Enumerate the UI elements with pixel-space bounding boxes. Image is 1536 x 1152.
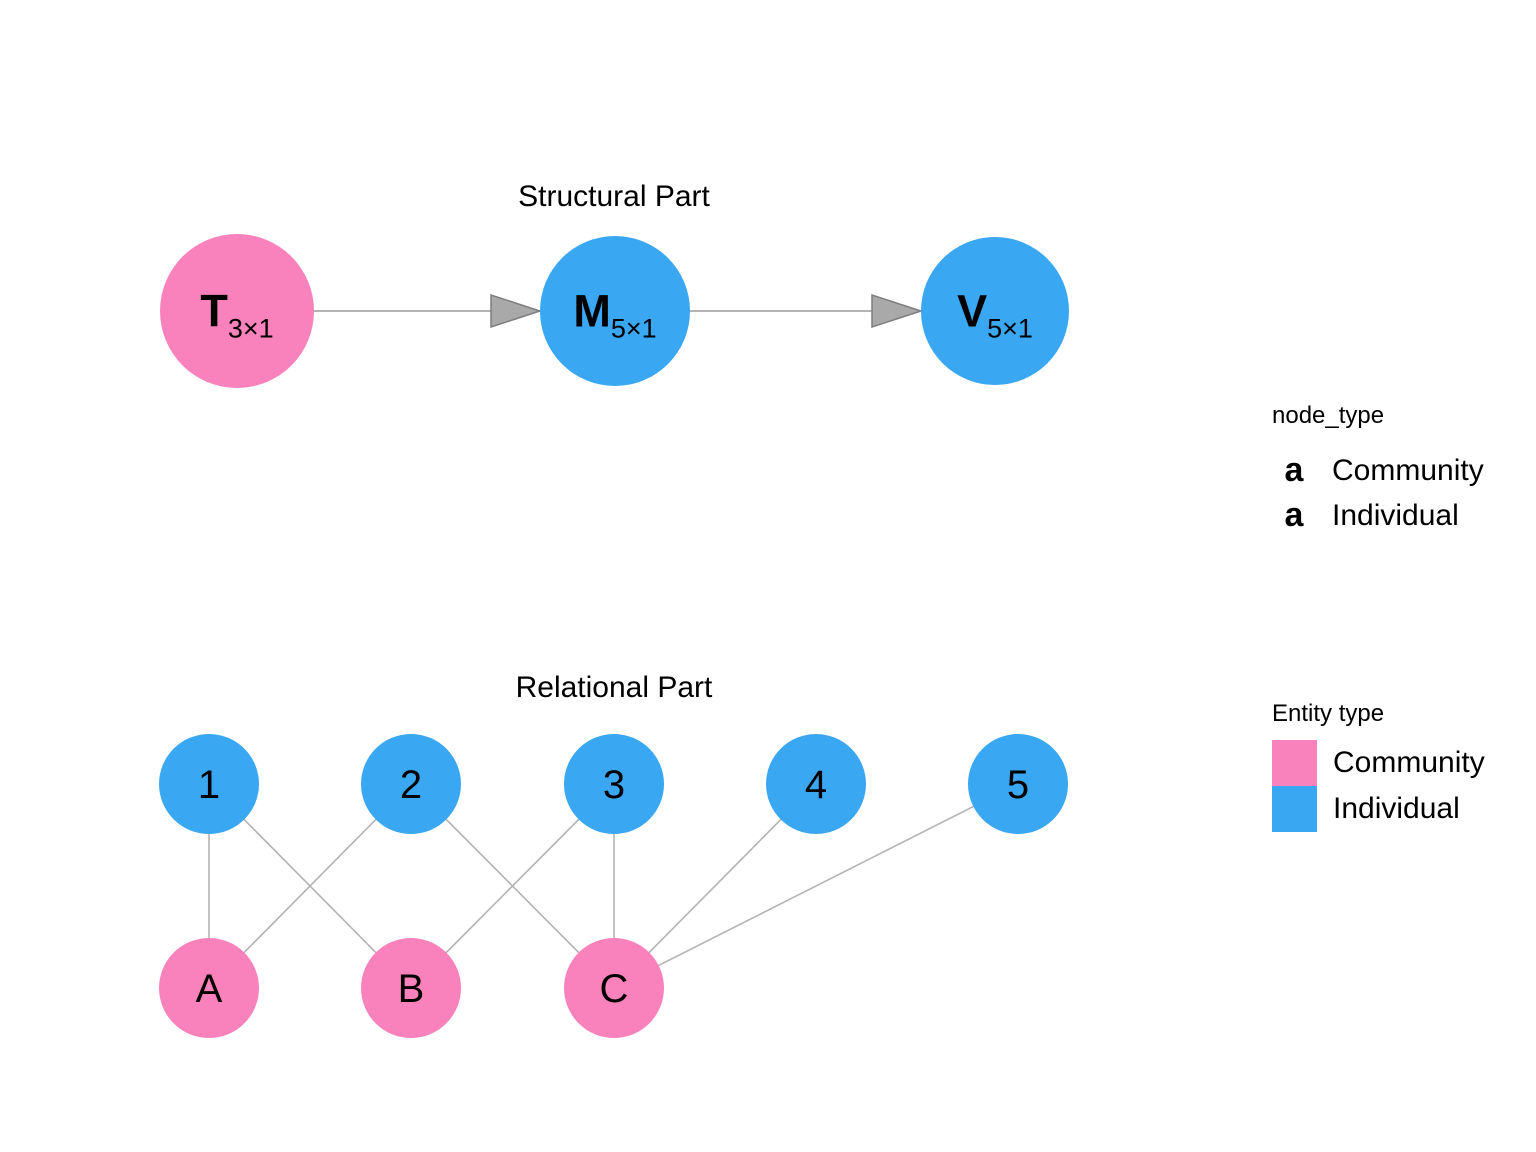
legend-node-type-title: node_type: [1272, 402, 1385, 429]
node-B-label: B: [397, 967, 425, 1011]
legend-entity-item-individual: Individual: [1272, 786, 1485, 832]
node-A-label: A: [195, 967, 223, 1011]
node-V-label: V 5×1: [957, 285, 1033, 343]
node-1-circle: [159, 734, 259, 834]
individual-color-swatch: [1272, 786, 1317, 832]
node-3-circle: [564, 734, 664, 834]
node-C-circle: [564, 938, 664, 1038]
node-4-label: 4: [804, 763, 828, 807]
arrowhead-M-V: [871, 293, 924, 329]
node-T-label-main: T: [200, 285, 228, 337]
node-M-label-sub: 5×1: [610, 313, 657, 344]
node-T-circle: [160, 234, 314, 388]
node-5-label: 5: [1006, 763, 1030, 807]
legend-entity-type-title: Entity type: [1272, 700, 1385, 727]
node-2-circle: [361, 734, 461, 834]
legend-node-type: node_type a Community a Individual: [1272, 403, 1484, 538]
node-V-circle: [921, 237, 1069, 385]
node-M-circle: [540, 236, 690, 386]
legend-node-type-item-community: a Community: [1272, 448, 1484, 493]
legend-entity-item-community: Community: [1272, 740, 1485, 786]
legend-entity-label-community: Community: [1333, 746, 1485, 779]
node-V-label-sub: 5×1: [987, 313, 1033, 344]
legend-node-type-label-individual: Individual: [1332, 498, 1459, 532]
community-color-swatch: [1272, 740, 1317, 786]
node-2-label: 2: [399, 763, 423, 807]
node-C-label: C: [599, 967, 629, 1011]
structural-part-title: Structural Part: [518, 180, 710, 213]
node-B-circle: [361, 938, 461, 1038]
legend-entity-type: Entity type Community Individual: [1272, 701, 1485, 832]
text-key-glyph: a: [1284, 496, 1304, 534]
node-T-label-sub: 3×1: [227, 313, 274, 344]
node-A-circle: [159, 938, 259, 1038]
node-M-label: M 5×1: [573, 285, 656, 343]
legend-node-type-label-community: Community: [1332, 453, 1484, 487]
node-1-label: 1: [197, 763, 221, 807]
relational-part-title: Relational Part: [515, 671, 713, 704]
node-3-label: 3: [602, 763, 626, 807]
legend-node-type-item-individual: a Individual: [1272, 493, 1484, 538]
node-5-circle: [968, 734, 1068, 834]
node-T-label: T 3×1: [200, 285, 273, 343]
text-key-glyph: a: [1284, 451, 1304, 489]
node-4-circle: [766, 734, 866, 834]
edge-5-C: [613, 783, 1019, 989]
node-M-label-main: M: [573, 285, 611, 337]
arrowhead-T-M: [490, 293, 543, 329]
node-V-label-main: V: [957, 285, 988, 337]
legend-entity-label-individual: Individual: [1333, 792, 1460, 825]
